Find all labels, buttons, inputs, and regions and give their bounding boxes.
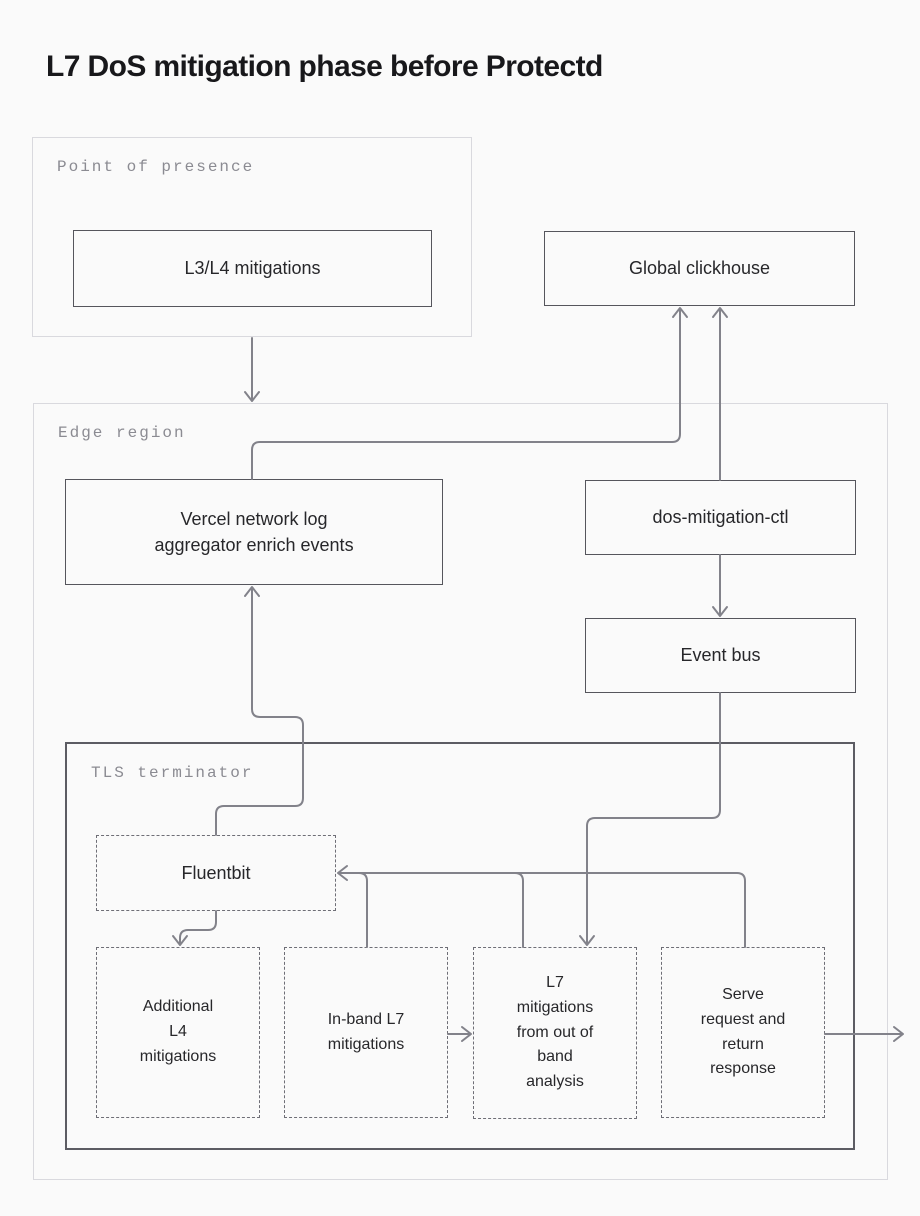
arrowhead-right-icon [893,1026,904,1042]
node-l3-l4-mitigations-label: L3/L4 mitigations [184,258,321,279]
node-fluentbit-label: Fluentbit [181,862,251,883]
node-serve-request-label: Serve request and return response [700,985,786,1078]
node-serve-request: Serve request and return response [661,947,825,1118]
node-in-band-l7-mitigations: In-band L7 mitigations [284,947,448,1118]
arrowhead-up-icon [712,307,728,318]
diagram-title: L7 DoS mitigation phase before Protectd [46,50,603,83]
container-tls-terminator-label: TLS terminator [91,764,254,782]
container-tls-terminator: TLS terminator [65,742,855,1150]
node-additional-l4-mitigations: Additional L4 mitigations [96,947,260,1118]
container-point-of-presence-label: Point of presence [57,158,255,176]
node-vercel-log-aggregator-label: Vercel network log aggregator enrich eve… [154,508,354,555]
node-global-clickhouse: Global clickhouse [544,231,855,306]
node-l7-oob-mitigations: L7 mitigations from out of band analysis [473,947,637,1119]
node-dos-mitigation-ctl: dos-mitigation-ctl [585,480,856,555]
node-in-band-l7-mitigations-label: In-band L7 mitigations [327,1010,405,1053]
container-edge-region-label: Edge region [58,424,186,442]
node-global-clickhouse-label: Global clickhouse [628,258,771,279]
node-l3-l4-mitigations: L3/L4 mitigations [73,230,432,307]
edge-pop-to-edge-region [244,337,260,402]
arrowhead-up-icon [672,307,688,318]
node-dos-mitigation-ctl-label: dos-mitigation-ctl [652,507,789,528]
node-l7-oob-mitigations-label: L7 mitigations from out of band analysis [516,974,594,1091]
node-fluentbit: Fluentbit [96,835,336,911]
node-event-bus-label: Event bus [680,645,761,666]
node-vercel-log-aggregator: Vercel network log aggregator enrich eve… [65,479,443,585]
node-event-bus: Event bus [585,618,856,693]
arrowhead-down-icon [244,391,260,402]
node-additional-l4-mitigations-label: Additional L4 mitigations [139,998,217,1065]
